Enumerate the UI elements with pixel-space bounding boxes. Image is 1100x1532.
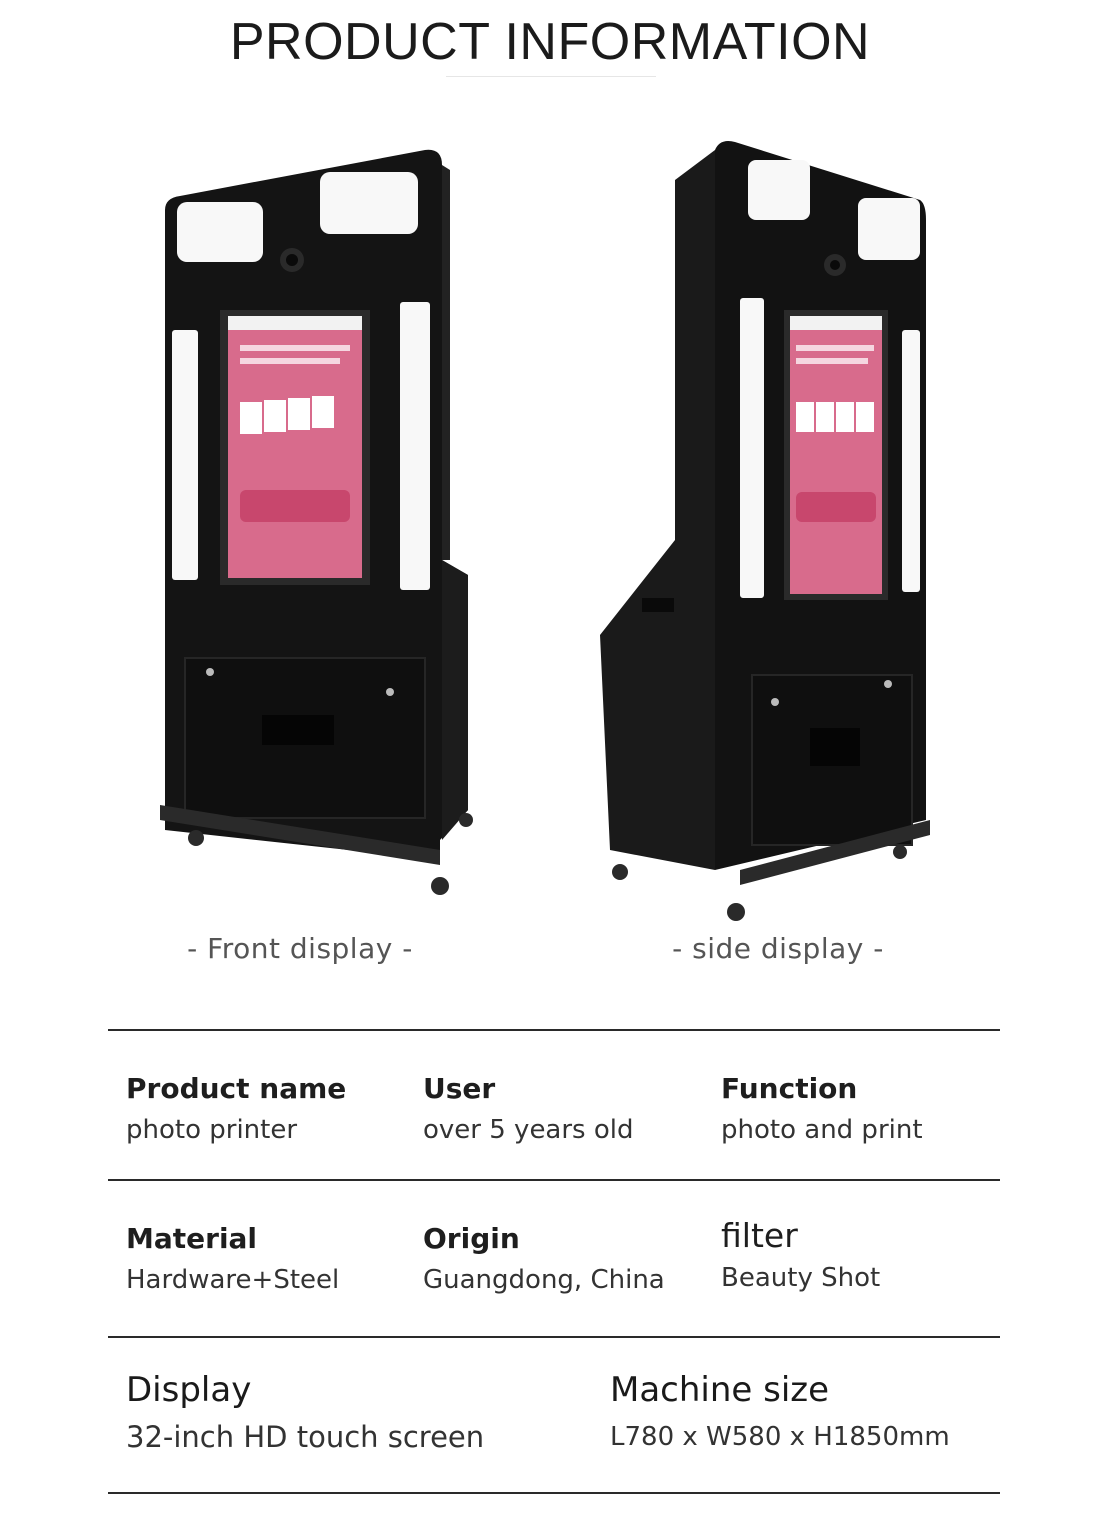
spec-function: Function photo and print (721, 1072, 923, 1145)
spec-label: User (423, 1072, 496, 1105)
spec-label: Origin (423, 1222, 520, 1255)
spec-label: Function (721, 1072, 858, 1105)
spec-filter: filter Beauty Shot (721, 1216, 880, 1293)
spec-origin: Origin Guangdong, China (423, 1222, 665, 1295)
title-underline (446, 76, 656, 77)
divider (108, 1179, 1000, 1181)
spec-value: L780 x W580 x H1850mm (610, 1422, 950, 1452)
spec-label: Machine size (610, 1370, 830, 1410)
page-title: PRODUCT INFORMATION (229, 13, 871, 71)
spec-machine-size: Machine size L780 x W580 x H1850mm (610, 1370, 950, 1452)
spec-label: Product name (126, 1072, 347, 1105)
divider (108, 1492, 1000, 1494)
spec-value: Hardware+Steel (126, 1265, 340, 1295)
spec-material: Material Hardware+Steel (126, 1222, 339, 1295)
divider (108, 1029, 1000, 1031)
front-display-caption: - Front display - (187, 932, 413, 965)
side-display-caption: - side display - (672, 932, 884, 965)
spec-label: Display (126, 1370, 252, 1410)
spec-label: Material (126, 1222, 258, 1255)
spec-label: filter (721, 1216, 798, 1255)
spec-value: Beauty Shot (721, 1263, 881, 1293)
spec-value: 32-inch HD touch screen (126, 1420, 485, 1454)
spec-user: User over 5 years old (423, 1072, 634, 1145)
spec-product-name: Product name photo printer (126, 1072, 346, 1145)
spec-value: Guangdong, China (423, 1265, 665, 1295)
spec-value: over 5 years old (423, 1115, 634, 1145)
divider (108, 1336, 1000, 1338)
spec-value: photo printer (126, 1115, 298, 1145)
front-display-photo (160, 149, 473, 895)
spec-value: photo and print (721, 1115, 923, 1145)
side-display-photo (600, 141, 930, 921)
spec-display: Display 32-inch HD touch screen (126, 1370, 484, 1454)
